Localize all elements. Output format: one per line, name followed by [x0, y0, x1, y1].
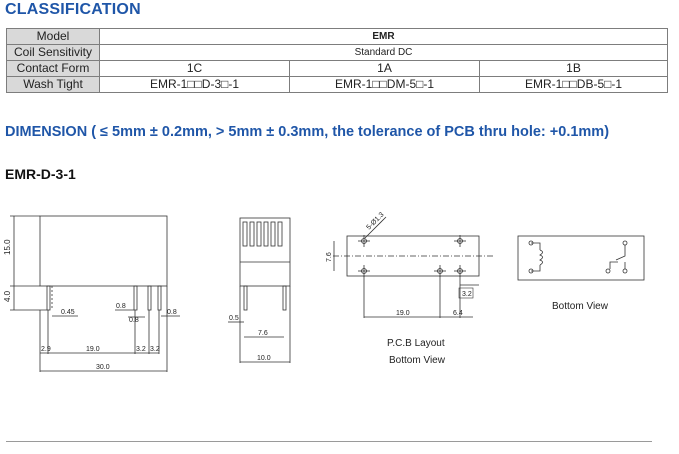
classification-heading: CLASSIFICATION	[5, 1, 141, 18]
classification-table: Model EMR Coil Sensitivity Standard DC C…	[6, 28, 668, 93]
table-row: Model EMR	[6, 28, 668, 45]
dim-holes: 5-Ø1.3	[365, 211, 385, 231]
dim-pin-length: 4.0	[3, 290, 12, 302]
dimension-heading: DIMENSION ( ≤ 5mm ± 0.2mm, > 5mm ± 0.3mm…	[5, 124, 610, 140]
dim-pitch-main: 19.0	[86, 346, 100, 353]
row-label-wash-tight: Wash Tight	[6, 76, 100, 93]
pcb-layout: 5-Ø1.3 7.6 3.2 19.0 6.4 P.C.B Layout Bot…	[326, 211, 495, 366]
dim-pcb-small: 3.2	[462, 291, 472, 298]
table-row: Contact Form 1C 1A 1B	[6, 60, 668, 77]
relay-body-front	[39, 215, 168, 287]
row-label-contact-form: Contact Form	[6, 60, 100, 77]
pcb-caption-bottom: Bottom View	[389, 355, 446, 366]
coil-icon	[528, 240, 543, 274]
side-pin-right	[282, 285, 287, 311]
side-pin-left	[243, 285, 248, 311]
dim-pin-span: 7.6	[258, 330, 268, 337]
front-pins	[46, 285, 162, 311]
dim-pcb-side: 6.4	[453, 310, 463, 317]
wash-tight-1b: EMR-1□□DB-5□-1	[479, 76, 668, 93]
dim-pitch-2: 3.2	[150, 346, 160, 353]
contact-switch-icon	[605, 240, 628, 274]
dim-pin-thickness: 0.5	[229, 315, 239, 322]
row-label-model: Model	[6, 28, 100, 45]
pcb-holes	[358, 235, 466, 277]
side-view: 0.5 7.6 10.0	[228, 217, 291, 363]
dim-pin-c: 0.8	[167, 309, 177, 316]
bottom-view-caption: Bottom View	[552, 301, 609, 312]
dim-side-width: 10.0	[257, 355, 271, 362]
table-row: Wash Tight EMR-1□□D-3□-1 EMR-1□□DM-5□-1 …	[6, 76, 668, 93]
bottom-view: Bottom View	[517, 235, 645, 312]
wash-tight-1c: EMR-1□□D-3□-1	[99, 76, 290, 93]
dim-height: 15.0	[3, 239, 12, 255]
bottom-view-outline	[517, 235, 645, 281]
dim-pin-a: 0.8	[116, 303, 126, 310]
front-view: 15.0 4.0 0.45 0.8 0.8 0.8 2.9 19.0 3.2 3…	[3, 215, 180, 372]
bottom-rule	[6, 441, 652, 442]
model-title: EMR-D-3-1	[5, 166, 76, 182]
wash-tight-1a: EMR-1□□DM-5□-1	[289, 76, 480, 93]
dim-pcb-width: 7.6	[326, 252, 333, 262]
dim-edge: 2.9	[41, 346, 51, 353]
dim-length: 30.0	[96, 364, 110, 371]
dim-pin-width: 0.45	[61, 309, 75, 316]
dim-pin-b: 0.8	[129, 317, 139, 324]
hole-leader	[364, 216, 387, 239]
dim-pcb-main: 19.0	[396, 310, 410, 317]
side-ribs	[242, 221, 283, 247]
pcb-caption-layout: P.C.B Layout	[387, 338, 445, 349]
relay-body-side	[239, 217, 291, 287]
dim-pitch-1: 3.2	[136, 346, 146, 353]
